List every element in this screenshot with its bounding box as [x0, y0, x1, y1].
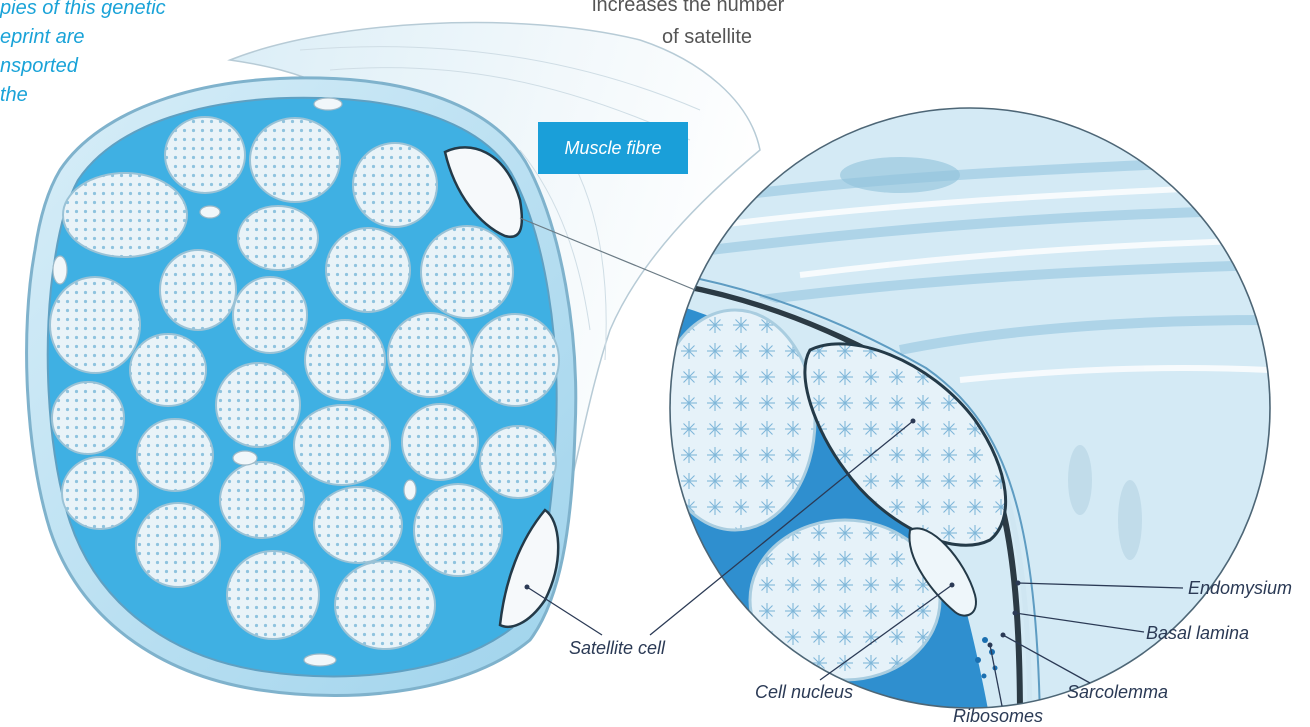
label-endomysium: Endomysium	[1188, 578, 1292, 599]
label-satellite-cell: Satellite cell	[569, 638, 665, 659]
intro-text-line-3: nsported	[0, 54, 78, 79]
intro-text-line-4: the	[0, 83, 28, 108]
label-ribosomes: Ribosomes	[953, 706, 1043, 727]
intro-text-line-1: pies of this genetic	[0, 0, 166, 21]
label-cell-nucleus: Cell nucleus	[755, 682, 853, 703]
top-text-line-1: increases the number	[592, 0, 784, 18]
muscle-fibre-badge: Muscle fibre	[538, 122, 688, 174]
intro-text-line-2: eprint are	[0, 25, 85, 50]
top-text-line-2: of satellite	[662, 24, 752, 50]
label-basal-lamina: Basal lamina	[1146, 623, 1249, 644]
label-sarcolemma: Sarcolemma	[1067, 682, 1168, 703]
